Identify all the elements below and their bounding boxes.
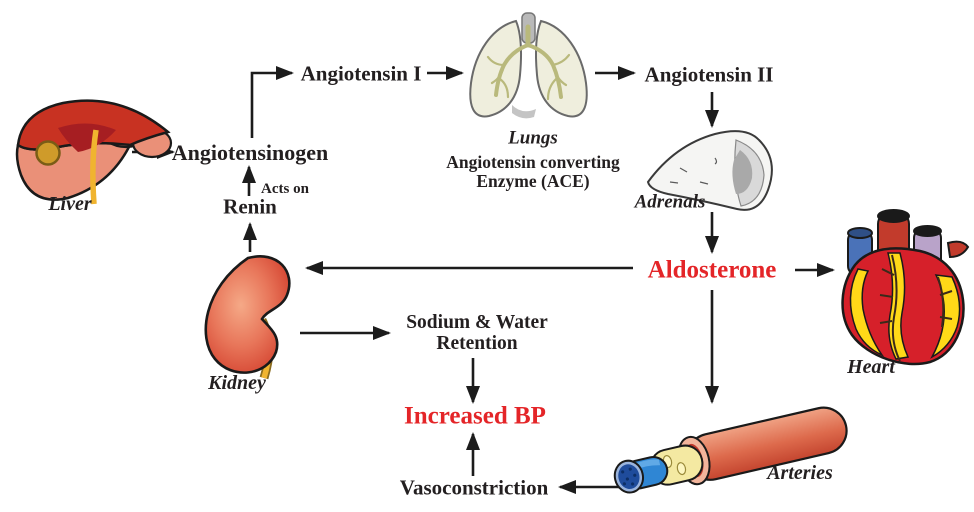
- arrow-angiotensinogen-to-angiotensin-i: [250, 66, 294, 138]
- liver-label: Liver: [48, 193, 92, 216]
- lungs-illustration: [469, 12, 588, 119]
- acts-on-label: Acts on: [261, 180, 309, 197]
- adrenals-label: Adrenals: [634, 191, 706, 213]
- angiotensinogen-label: Angiotensinogen: [171, 140, 329, 166]
- heart-label: Heart: [847, 356, 895, 379]
- sodium-water-retention-label: Sodium & Water Retention: [406, 312, 548, 354]
- liver-illustration: [15, 99, 173, 205]
- arteries-illustration: [613, 406, 848, 494]
- renin-label: Renin: [223, 194, 277, 219]
- angiotensin-i-label: Angiotensin I: [300, 61, 422, 86]
- sodium-water-line2: Retention: [436, 333, 518, 354]
- angiotensin-ii-label: Angiotensin II: [644, 62, 774, 87]
- ace-label: Angiotensin converting Enzyme (ACE): [446, 153, 620, 191]
- arteries-label: Arteries: [767, 462, 833, 485]
- lungs-label: Lungs: [508, 127, 558, 149]
- aldosterone-label: Aldosterone: [647, 256, 777, 284]
- adrenal-gland-illustration: [646, 130, 773, 211]
- sodium-water-line1: Sodium & Water: [406, 311, 548, 333]
- kidney-label: Kidney: [208, 372, 266, 395]
- ace-label-line1: Angiotensin converting: [446, 152, 620, 173]
- ace-label-line2: Enzyme (ACE): [476, 171, 590, 191]
- heart-illustration: [841, 209, 970, 366]
- kidney-illustration: [204, 255, 291, 380]
- increased-bp-label: Increased BP: [404, 402, 546, 430]
- vasoconstriction-label: Vasoconstriction: [399, 475, 549, 500]
